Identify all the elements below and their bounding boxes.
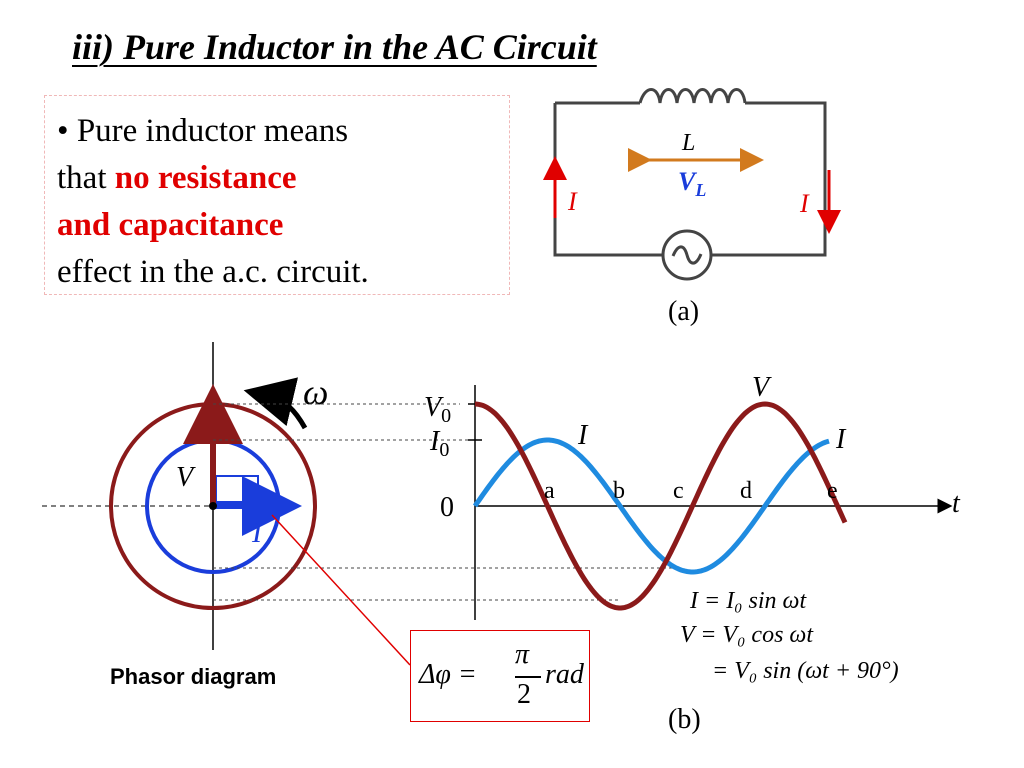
bullet-highlight-2: and capacitance [57, 207, 284, 243]
voltage-label: VL [678, 167, 706, 200]
phasor-current-label: I [251, 516, 264, 549]
y-label-zero: 0 [440, 492, 454, 523]
curve-label-i2: I [835, 424, 847, 455]
current-label-left: I [567, 187, 578, 216]
phasor-origin [209, 502, 217, 510]
phase-pointer-line [271, 514, 411, 666]
bullet-marker: • [57, 113, 69, 149]
equation-voltage-cos: V = V₀ cos ωt [680, 622, 814, 648]
equation-current: I = I₀ sin ωt [689, 588, 807, 614]
point-e: e [827, 478, 838, 504]
point-a: a [544, 478, 555, 504]
phasor-voltage-label: V [176, 462, 196, 493]
bullet-highlight-1: no resistance [114, 160, 297, 196]
curve-label-v: V [752, 372, 772, 403]
phase-difference-box: Δφ = π 2 rad [410, 630, 590, 722]
point-b: b [613, 478, 625, 504]
y-label-v0: V0 [424, 392, 451, 427]
rotation-arrow-icon [243, 377, 308, 430]
phasor-caption: Phasor diagram [110, 664, 277, 689]
circuit-caption: (a) [668, 296, 699, 327]
ac-wave-icon [671, 245, 703, 265]
curve-label-i1: I [577, 420, 589, 451]
y-label-i0: I0 [429, 426, 449, 461]
inductor-coil-icon [638, 88, 747, 104]
point-c: c [673, 478, 684, 504]
voltage-wave [474, 401, 848, 611]
current-wave [472, 437, 830, 575]
equation-voltage-sin: = V₀ sin (ωt + 90°) [712, 658, 899, 684]
two-denominator: 2 [517, 679, 531, 710]
bullet-text-2: that [57, 160, 115, 196]
waveform-caption: (b) [668, 704, 701, 735]
inductor-label: L [681, 130, 695, 156]
fraction-bar [515, 676, 541, 678]
bullet-text-box: • Pure inductor means that no resistance… [44, 95, 510, 295]
current-label-right: I [799, 189, 810, 218]
circuit-wire [553, 101, 827, 257]
pi-numerator: π [515, 639, 530, 670]
delta-phi-label: Δφ = [419, 659, 477, 690]
bullet-text-1: Pure inductor means [76, 113, 349, 149]
omega-label: ω [303, 372, 328, 412]
point-d: d [740, 478, 752, 504]
bullet-text-3: effect in the a.c. circuit. [57, 254, 369, 290]
rad-unit: rad [545, 659, 584, 690]
page-title: iii) Pure Inductor in the AC Circuit [72, 27, 597, 67]
x-label-t: t [952, 488, 961, 519]
